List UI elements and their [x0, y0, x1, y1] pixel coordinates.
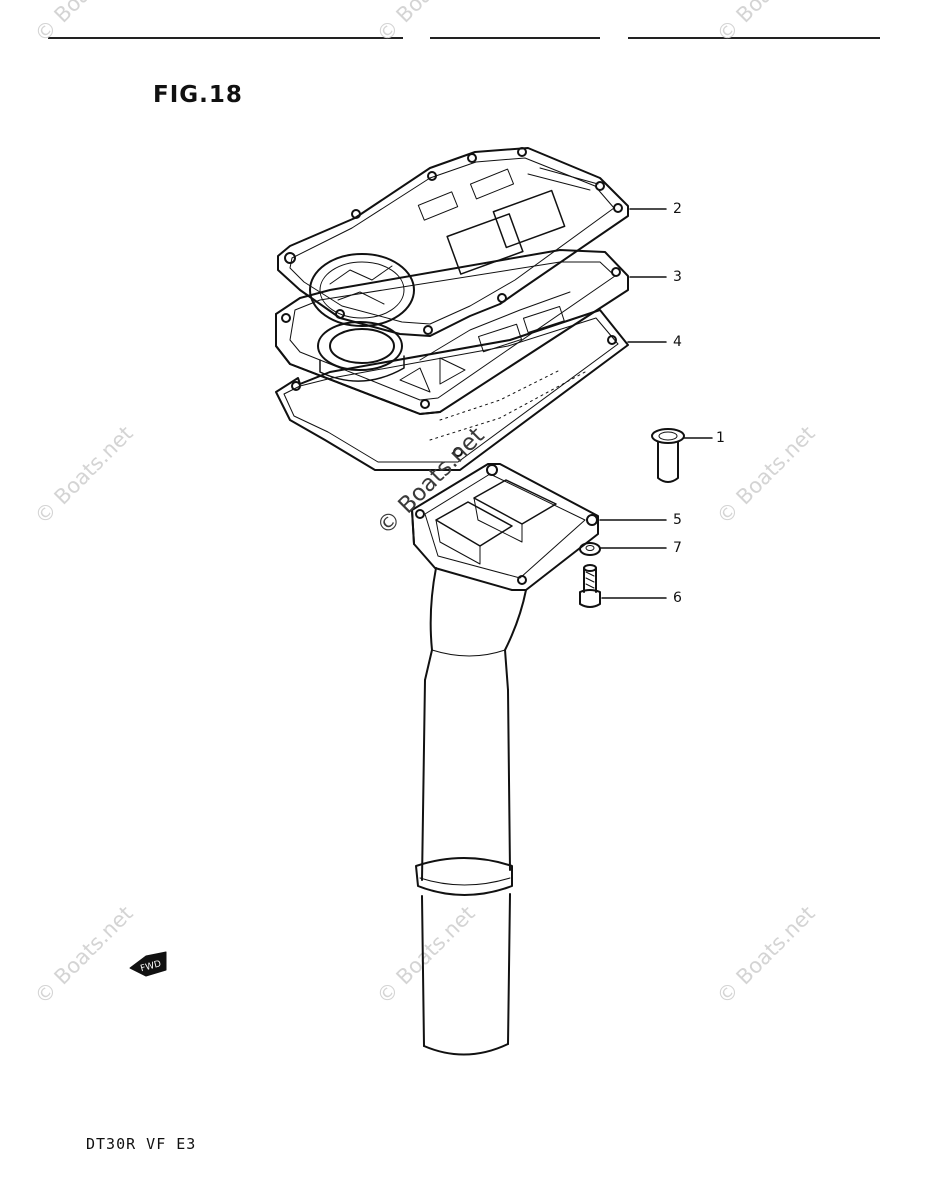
exhaust-tube-drawing: [411, 463, 599, 1056]
washer-drawing: [579, 542, 601, 556]
leader-lines: [599, 208, 713, 599]
callout-3: 3: [673, 269, 682, 285]
gasket-lower-drawing: [275, 309, 629, 471]
callout-4: 4: [673, 334, 682, 350]
dowel-pin-drawing: [651, 428, 685, 483]
bolt-drawing: [579, 564, 601, 608]
callout-5: 5: [673, 512, 682, 528]
callout-7: 7: [673, 540, 682, 556]
callout-2: 2: [673, 201, 682, 217]
model-code: DT30R VF E3: [86, 1135, 197, 1153]
callout-1: 1: [716, 430, 725, 446]
callout-6: 6: [673, 590, 682, 606]
header-rule-right: [628, 37, 880, 39]
gasket-upper-drawing: [277, 147, 629, 337]
figure-title: FIG.18: [153, 82, 243, 108]
front-direction-badge: FWD: [129, 951, 167, 977]
header-rule-left: [48, 37, 403, 39]
plate-drawing: [275, 249, 629, 415]
header-rule-middle: [430, 37, 600, 39]
